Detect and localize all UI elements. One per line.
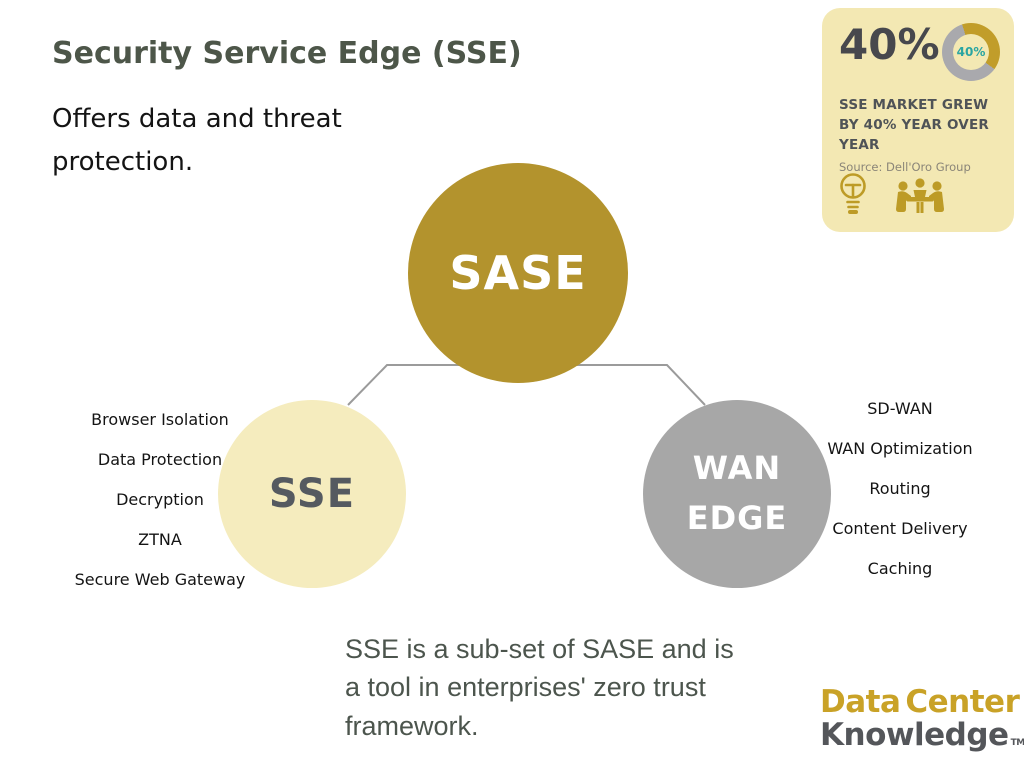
donut-label: 40% [956,45,986,59]
lightbulb-icon [836,172,870,222]
stat-card-icons [836,172,948,222]
sse-feature-list: Browser Isolation Data Protection Decryp… [55,412,265,612]
list-item: WAN Optimization [827,439,973,458]
wan-edge-circle-label: WAN EDGE [686,449,788,537]
list-item: Browser Isolation [91,410,229,429]
sase-circle: SASE [408,163,628,383]
stat-headline: SSE MARKET GREW BY 40% YEAR OVER YEAR [839,97,989,153]
sase-circle-label: SASE [449,246,587,300]
sse-circle-label: SSE [268,471,356,517]
page-title: Security Service Edge (SSE) [52,36,522,71]
stat-percent: 40% [839,20,940,69]
page-subtitle: Offers data and threat protection. [52,104,342,177]
list-item: Routing [869,479,931,498]
meeting-icon [892,178,948,222]
stat-card: 40% 40% SSE MARKET GREW BY 40% YEAR OVER… [822,8,1014,232]
logo-part2: Center [905,684,1020,720]
logo-part1: Data [820,684,901,720]
stat-source: Source: Dell'Oro Group [839,160,971,174]
list-item: Caching [867,559,933,578]
list-item: Secure Web Gateway [74,570,246,589]
footer-note: SSE is a sub-set of SASE and is a tool i… [345,634,734,741]
list-item: Decryption [116,490,204,509]
list-item: ZTNA [138,530,182,549]
wan-edge-feature-list: SD-WAN WAN Optimization Routing Content … [795,401,1005,601]
list-item: SD-WAN [867,399,933,418]
trademark-symbol: TM [1010,737,1024,748]
list-item: Data Protection [97,450,223,469]
donut-hole: 40% [953,34,989,70]
sse-circle: SSE [218,400,406,588]
wan-edge-circle: WAN EDGE [643,400,831,588]
donut-chart: 40% [942,23,1000,81]
list-item: Content Delivery [832,519,968,538]
